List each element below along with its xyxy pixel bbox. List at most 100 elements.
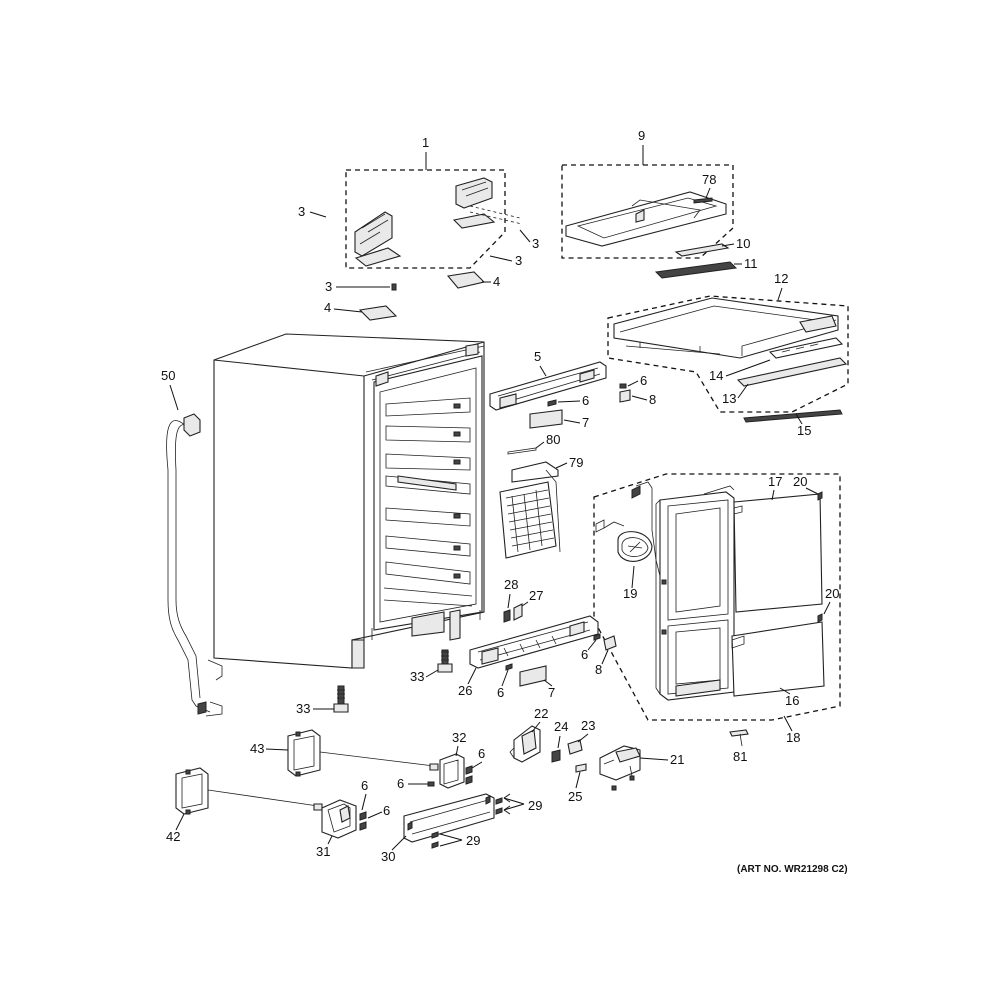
callout-50: 50 <box>161 368 175 383</box>
pad-8 <box>603 635 617 651</box>
callout-9: 9 <box>638 128 645 143</box>
callout-6: 6 <box>361 778 368 793</box>
callout-29: 29 <box>466 833 480 848</box>
callout-10: 10 <box>736 236 750 251</box>
top-frame <box>565 191 727 247</box>
callout-27: 27 <box>529 588 543 603</box>
evaporator-79 <box>499 461 561 559</box>
callout-17: 17 <box>768 474 782 489</box>
callout-42: 42 <box>166 829 180 844</box>
screw-29 <box>431 831 439 849</box>
leveling-leg-33 <box>437 649 453 673</box>
top-cover-assembly <box>613 297 839 359</box>
panel-16-lower <box>731 621 825 697</box>
callout-6: 6 <box>581 647 588 662</box>
callout-6: 6 <box>383 803 390 818</box>
toe-kick-30 <box>403 793 495 843</box>
callout-1: 1 <box>422 135 429 150</box>
callout-25: 25 <box>568 789 582 804</box>
callout-16: 16 <box>785 693 799 708</box>
screw-6 <box>619 383 627 389</box>
callout-14: 14 <box>709 368 723 383</box>
callout-43: 43 <box>250 741 264 756</box>
callout-80: 80 <box>546 432 560 447</box>
callout-6: 6 <box>582 393 589 408</box>
strip-11 <box>654 261 738 279</box>
hinge-bracket-right <box>452 177 523 229</box>
callout-78: 78 <box>702 172 716 187</box>
callout-28: 28 <box>504 577 518 592</box>
callout-3: 3 <box>298 204 305 219</box>
door-frame <box>655 485 735 701</box>
clip-28 <box>503 609 511 623</box>
part-23 <box>567 739 583 755</box>
callout-79: 79 <box>569 455 583 470</box>
power-cord-50 <box>166 413 223 717</box>
part-24 <box>551 749 561 763</box>
part-27 <box>513 603 523 621</box>
screw-29 <box>495 797 503 815</box>
callout-23: 23 <box>581 718 595 733</box>
trim-13 <box>736 357 848 387</box>
sensor-43 <box>287 729 439 777</box>
tube-80 <box>507 447 537 455</box>
callout-4: 4 <box>493 274 500 289</box>
sensor-42 <box>175 767 323 815</box>
callout-6: 6 <box>640 373 647 388</box>
pad-4-right <box>446 271 486 289</box>
gasket-7 <box>519 665 547 687</box>
callout-29: 29 <box>528 798 542 813</box>
callout-7: 7 <box>582 415 589 430</box>
control-board-19 <box>595 481 661 577</box>
bracket-22 <box>509 725 541 763</box>
callout-33: 33 <box>296 701 310 716</box>
callout-3: 3 <box>515 253 522 268</box>
callout-81: 81 <box>733 749 747 764</box>
hinge-21 <box>599 745 641 781</box>
callout-11: 11 <box>744 256 758 271</box>
callout-7: 7 <box>548 685 555 700</box>
callout-6: 6 <box>497 685 504 700</box>
part-25 <box>575 763 587 773</box>
rail-5 <box>489 361 607 411</box>
pin-78 <box>693 197 713 204</box>
strip-10 <box>674 243 730 257</box>
callout-22: 22 <box>534 706 548 721</box>
cabinet <box>213 333 485 669</box>
strip-15 <box>743 409 843 423</box>
damper-32 <box>439 753 473 789</box>
callout-20: 20 <box>793 474 807 489</box>
control-panel-14 <box>768 337 844 359</box>
group-9-boundary <box>561 164 734 259</box>
callout-13: 13 <box>722 391 736 406</box>
callout-30: 30 <box>381 849 395 864</box>
callout-31: 31 <box>316 844 330 859</box>
callout-5: 5 <box>534 349 541 364</box>
art-number: (ART NO. WR21298 C2) <box>737 864 848 875</box>
callout-4: 4 <box>324 300 331 315</box>
group-18-boundary <box>593 473 841 721</box>
screw-6 <box>593 633 601 641</box>
callout-32: 32 <box>452 730 466 745</box>
panel-17-upper <box>733 493 823 613</box>
callout-20: 20 <box>825 586 839 601</box>
pad-4-left <box>358 305 398 321</box>
screw <box>611 775 635 791</box>
callout-6: 6 <box>397 776 404 791</box>
lower-rail-26 <box>469 615 599 669</box>
callout-21: 21 <box>670 752 684 767</box>
group-1-boundary <box>345 169 506 269</box>
gasket-7 <box>529 409 563 429</box>
screw-6 <box>505 663 513 671</box>
callout-6: 6 <box>478 746 485 761</box>
hinge-bracket-left <box>354 211 402 267</box>
callout-8: 8 <box>595 662 602 677</box>
callout-15: 15 <box>797 423 811 438</box>
callout-3: 3 <box>532 236 539 251</box>
callout-19: 19 <box>623 586 637 601</box>
leveling-leg-33-left <box>333 685 349 713</box>
group-12-boundary <box>607 295 849 413</box>
screw-6 <box>547 399 557 407</box>
callout-18: 18 <box>786 730 800 745</box>
